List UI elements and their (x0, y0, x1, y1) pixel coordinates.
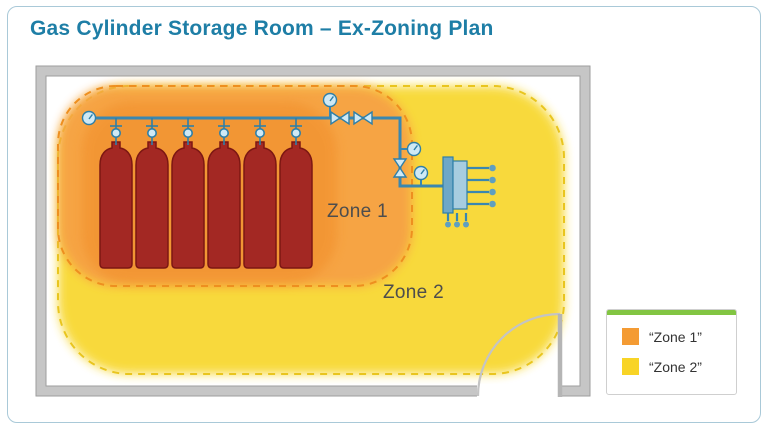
outlet-dots (445, 164, 496, 228)
legend-label-zone1: “Zone 1” (649, 328, 702, 345)
legend-item-zone2: “Zone 2” (607, 358, 736, 375)
legend-label-zone2: “Zone 2” (649, 358, 702, 375)
door-swing-arc (476, 312, 561, 397)
pressure-gauge-icon (413, 165, 429, 181)
page-title: Gas Cylinder Storage Room – Ex-Zoning Pl… (30, 17, 494, 40)
manifold-piping (90, 107, 489, 221)
gas-cylinder (99, 141, 133, 269)
gas-cylinder (279, 141, 313, 269)
gas-cylinder (171, 141, 205, 269)
legend-swatch-zone2 (622, 358, 639, 375)
zone1-label: Zone 1 (327, 201, 388, 222)
legend-swatch-zone1 (622, 328, 639, 345)
zone2-label: Zone 2 (383, 282, 444, 303)
legend-item-zone1: “Zone 1” (607, 328, 736, 345)
legend: “Zone 1” “Zone 2” (606, 309, 737, 395)
pressure-gauge-icon (322, 92, 338, 108)
door (476, 312, 563, 398)
pressure-gauge-icon (406, 141, 422, 157)
gas-cylinder (135, 141, 169, 269)
zone2-border (57, 85, 565, 375)
gas-cylinder (207, 141, 241, 269)
pressure-gauge-icon (81, 110, 97, 126)
gas-cylinder (243, 141, 277, 269)
distribution-manifold (442, 156, 468, 214)
legend-accent-bar (607, 310, 736, 315)
